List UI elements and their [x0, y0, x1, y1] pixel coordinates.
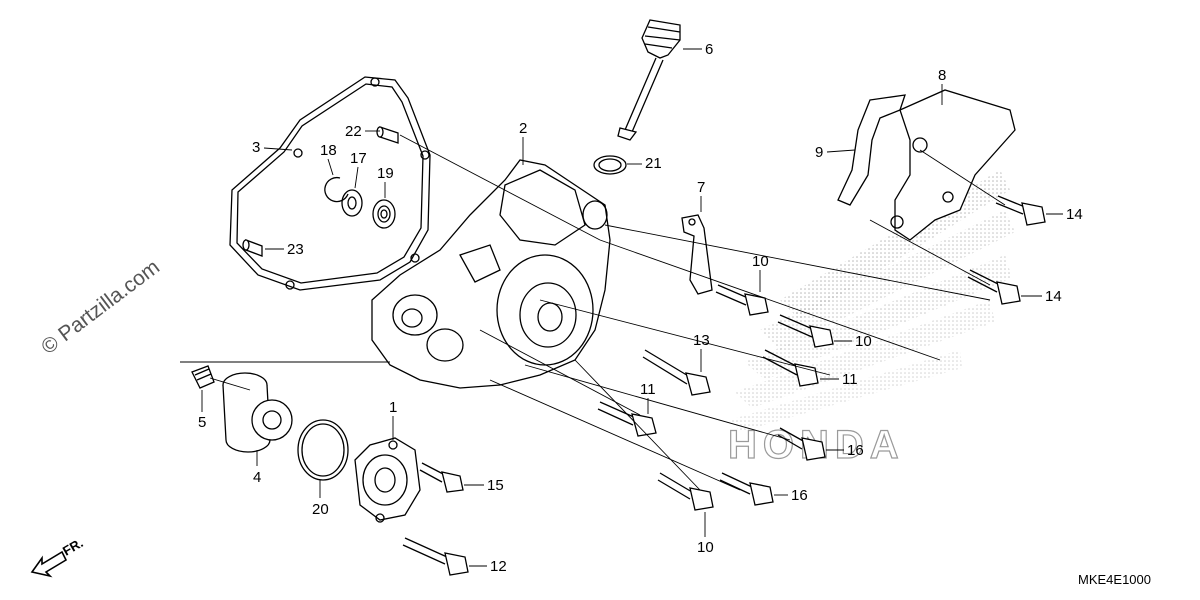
callout-8: 8: [938, 67, 946, 84]
callout-13: 13: [693, 332, 710, 349]
callout-10-upper: 10: [752, 253, 769, 270]
callout-7: 7: [697, 179, 705, 196]
filter-cover-part: [354, 437, 421, 523]
partzilla-watermark: © Partzilla.com: [37, 255, 164, 359]
o-ring-part-21: [593, 155, 627, 175]
callout-11-left: 11: [640, 381, 656, 398]
front-direction-arrow: FR.: [30, 535, 86, 578]
bolt-11-right: [762, 349, 819, 387]
bolt-12: [402, 537, 469, 576]
bolt-14-lower: [967, 269, 1021, 305]
bolt-14-upper: [995, 195, 1046, 226]
bolt-15: [419, 462, 464, 493]
callout-14-lower: 14: [1045, 288, 1062, 305]
callout-1: 1: [389, 399, 397, 416]
callout-14-upper: 14: [1066, 206, 1083, 223]
callout-16-right: 16: [847, 442, 864, 459]
bolt-10-bottom: [657, 472, 714, 511]
crankcase-cover-part: [371, 159, 611, 389]
callout-9: 9: [815, 144, 823, 161]
callout-11-right: 11: [842, 371, 858, 388]
callout-3: 3: [252, 139, 260, 156]
bolt-13: [642, 349, 711, 396]
callout-16-bottom: 16: [791, 487, 808, 504]
filter-spring-part: [191, 365, 215, 389]
callout-22: 22: [345, 123, 362, 140]
oil-filter-part: [222, 372, 293, 453]
diagram-id: MKE4E1000: [1078, 572, 1151, 587]
callout-4: 4: [253, 469, 261, 486]
bolt-10-upper: [715, 284, 769, 316]
dipstick-part: [617, 19, 681, 141]
callouts: 1 2 3 4 5 6 7 8 9 10 10 10 11 11 12 13 1: [198, 41, 1083, 575]
washer-part: [341, 189, 363, 217]
oil-seal-part: [372, 199, 396, 229]
callout-23: 23: [287, 241, 304, 258]
circlip-part: [324, 176, 349, 203]
leader-lines: [180, 134, 1006, 491]
bracket-gasket-part: [837, 94, 906, 206]
callout-6: 6: [705, 41, 713, 58]
o-ring-part-20: [297, 419, 349, 481]
clamp-part: [681, 214, 713, 295]
bracket-part: [890, 89, 1016, 241]
dowel-pin-lower: [242, 239, 263, 257]
bolt-16-bottom: [719, 472, 774, 506]
bolt-10-middle: [777, 314, 834, 348]
dowel-pin-upper: [376, 126, 399, 144]
callout-15: 15: [487, 477, 504, 494]
callout-17: 17: [350, 150, 367, 167]
callout-12: 12: [490, 558, 507, 575]
callout-18: 18: [320, 142, 337, 159]
callout-19: 19: [377, 165, 394, 182]
callout-2: 2: [519, 120, 527, 137]
callout-5: 5: [198, 414, 206, 431]
callout-10-bottom: 10: [697, 539, 714, 556]
callout-21: 21: [645, 155, 662, 172]
callout-20: 20: [312, 501, 329, 518]
bolt-11-left: [597, 401, 657, 437]
callout-10-middle: 10: [855, 333, 872, 350]
gasket-part: [229, 76, 431, 291]
